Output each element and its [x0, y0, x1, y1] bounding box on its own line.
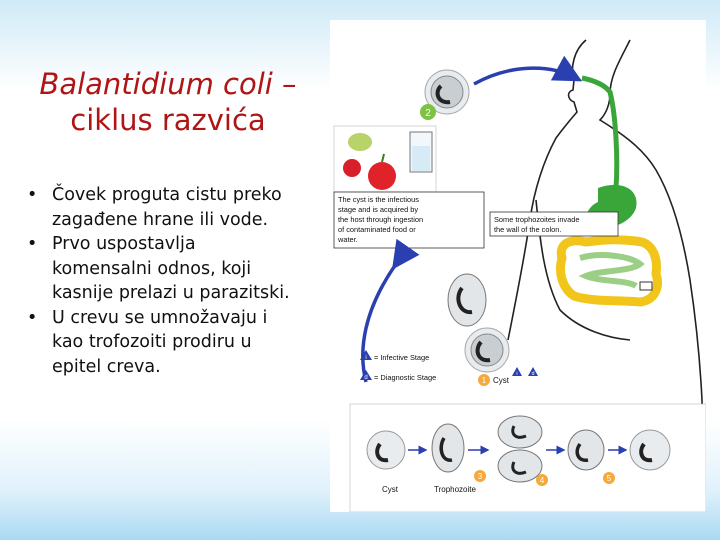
cyst-info-line: the host through ingestion	[338, 215, 423, 224]
pear-icon	[348, 133, 372, 151]
stage-trophozoite-image	[431, 423, 465, 473]
infective-marker-icon	[512, 367, 522, 376]
bullet-text: kao trofozoiti prodiru u	[52, 332, 252, 352]
bullet-text: komensalni odnos, koji	[52, 258, 252, 279]
step-number: 4	[540, 476, 545, 485]
step-number: 3	[478, 472, 483, 481]
cyst-text: Cyst	[493, 376, 510, 385]
colon-info-line: Some trophozoites invade	[494, 215, 579, 224]
ingested-cyst-image	[424, 69, 470, 115]
bullet-item-2: • Prvo uspostavlja komensalni odnos, koj…	[22, 232, 322, 306]
step-badge-1	[478, 374, 490, 386]
esophagus-shape	[581, 75, 620, 189]
contaminated-food-water-image	[333, 125, 437, 193]
infective-symbol: i	[516, 371, 517, 377]
step-badge-4	[536, 474, 548, 486]
diagnostic-marker-icon	[528, 367, 538, 376]
bullet-item-3: • U crevu se umnožavaju i kao trofozoiti…	[22, 306, 322, 380]
stage-cyst-image	[366, 430, 406, 470]
cyst-stage-image	[464, 327, 510, 373]
step-badge-5	[603, 472, 615, 484]
bullet-dot-icon: •	[27, 234, 38, 254]
apple-icon	[368, 162, 396, 190]
colon-section-marker	[639, 281, 653, 291]
infective-stage-icon	[360, 350, 372, 360]
cyst-info-line: The cyst is the infectious	[338, 195, 419, 204]
cyst-stage-label: 1 Cyst i d	[478, 367, 538, 386]
diagnostic-stage-icon	[360, 370, 372, 380]
colon-shape	[556, 235, 662, 307]
bullet-dot-icon: •	[27, 307, 38, 328]
infective-symbol: i	[365, 355, 366, 361]
bullet-text: U crevu se umnožavaju i	[52, 307, 268, 328]
development-stages-row: 3 4 5 Cyst Trophozoite	[349, 403, 706, 512]
infective-stage-label: = Infective Stage	[374, 353, 429, 362]
title-organism: Balantidium coli	[39, 67, 273, 101]
step-number: 5	[607, 474, 612, 483]
bottom-cyst-label: Cyst	[382, 485, 399, 494]
step-number: 1	[482, 376, 487, 385]
return-arrow	[361, 238, 420, 383]
diagnostic-stage-label: = Diagnostic Stage	[374, 373, 436, 382]
digestive-tract	[556, 75, 662, 307]
small-intestine-shape	[578, 252, 645, 289]
slide-title: Balantidium coli – ciklus razvića	[18, 66, 318, 138]
bullet-text: kasnije prelazi u parazitski.	[52, 283, 290, 303]
bullet-item-1: • Čovek proguta cistu preko zagađene hra…	[22, 183, 322, 232]
bullet-list: • Čovek proguta cistu preko zagađene hra…	[22, 183, 322, 379]
bottom-trophozoite-label: Trophozoite	[434, 485, 477, 494]
bullet-text: epitel creva.	[52, 356, 161, 377]
diagnostic-symbol: d	[531, 371, 534, 377]
cyst-info-line: water.	[337, 235, 358, 244]
cyst-info-line: of contaminated food or	[338, 225, 416, 234]
step-number: 2	[425, 108, 431, 119]
stage-rounding-image	[567, 429, 605, 471]
bullet-dot-icon: •	[27, 185, 38, 205]
stage-dividing-trophozoite-image	[497, 415, 543, 483]
trophozoite-in-colon-image	[447, 273, 487, 327]
step-badge-3	[474, 470, 486, 482]
bullet-text: Prvo uspostavlja	[52, 234, 196, 254]
step-badge-2: 2	[420, 104, 436, 120]
colon-info-line: the wall of the colon.	[494, 225, 561, 234]
arrow-to-mouth	[473, 55, 583, 86]
title-line-2: ciklus razvića	[70, 103, 266, 137]
diagnostic-symbol: d	[364, 375, 367, 381]
stage-mature-cyst-image	[629, 429, 671, 471]
stage-legend: i = Infective Stage d = Diagnostic Stage	[360, 350, 436, 382]
strawberry-icon	[343, 159, 361, 177]
bullet-text: zagađene hrane ili vode.	[52, 209, 269, 230]
cyst-info-line: stage and is acquired by	[338, 205, 418, 214]
title-dash: –	[272, 67, 297, 101]
bullet-text: Čovek proguta cistu preko	[52, 185, 282, 205]
